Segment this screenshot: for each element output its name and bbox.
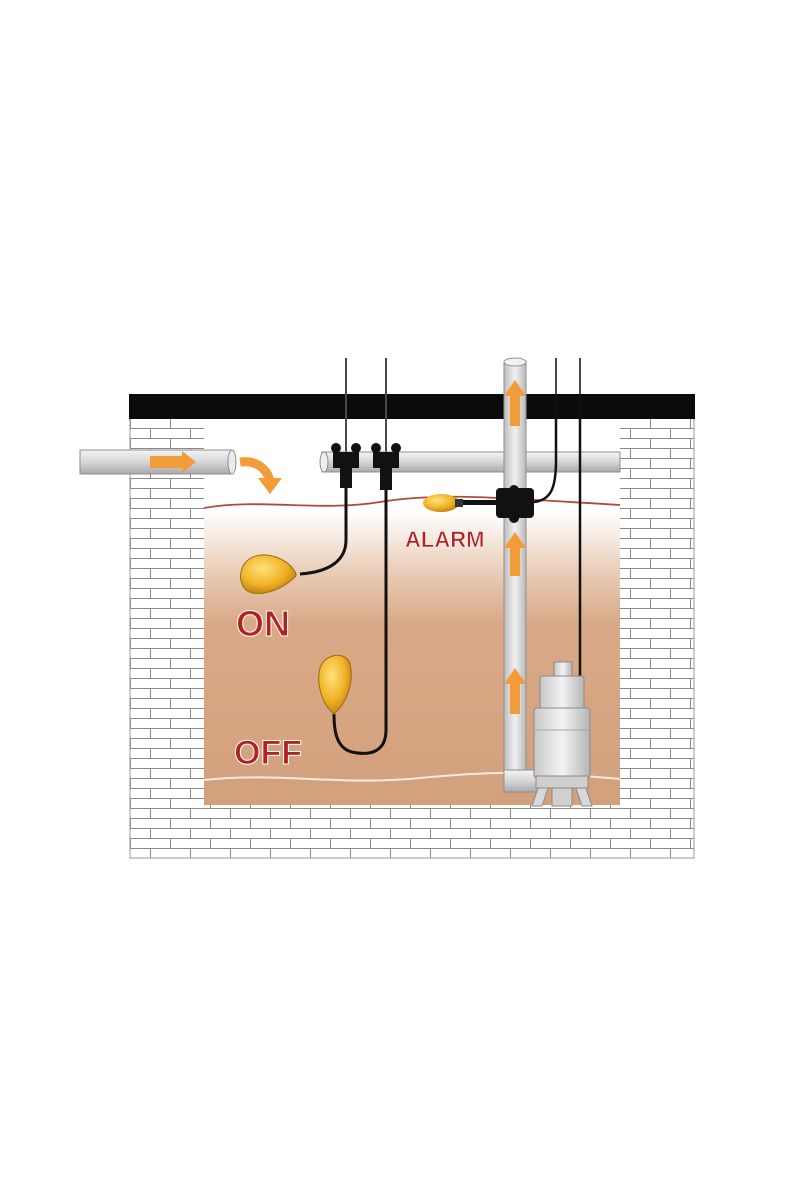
on-label: ON — [236, 603, 290, 644]
riser-arrow-top-icon — [504, 380, 526, 426]
float-off — [318, 654, 352, 715]
brick-pit — [129, 417, 695, 859]
riser-arrow-low-icon — [504, 668, 526, 714]
inlet-pipe — [79, 449, 237, 475]
float-switch-icon — [318, 654, 352, 715]
off-label: OFF — [234, 734, 302, 772]
alarm-label: ALARM — [405, 527, 484, 552]
power-cables — [345, 358, 581, 452]
submersible-pump-icon — [531, 661, 593, 807]
roof-slab — [129, 394, 695, 419]
float-on-cable — [299, 488, 348, 576]
float-alarm — [423, 494, 463, 512]
float-switch-icon — [423, 494, 459, 512]
alarm-float-cable — [533, 394, 558, 504]
discharge-riser-pipe — [503, 357, 543, 793]
float-off-cable — [332, 490, 388, 755]
cable-clamp-off — [371, 443, 401, 490]
brick-wall-left — [130, 418, 204, 858]
curved-inflow-arrow-icon — [239, 457, 282, 494]
brick-floor — [130, 805, 694, 858]
brick-wall-right — [620, 418, 694, 858]
float-on — [240, 554, 297, 594]
riser-arrow-mid-icon — [504, 532, 526, 576]
mounting-rail — [319, 451, 621, 473]
inflow-arrow-icon — [150, 451, 196, 473]
float-switch-icon — [240, 554, 297, 594]
alarm-float-clamp — [460, 485, 534, 523]
cable-clamp-on — [331, 443, 361, 488]
